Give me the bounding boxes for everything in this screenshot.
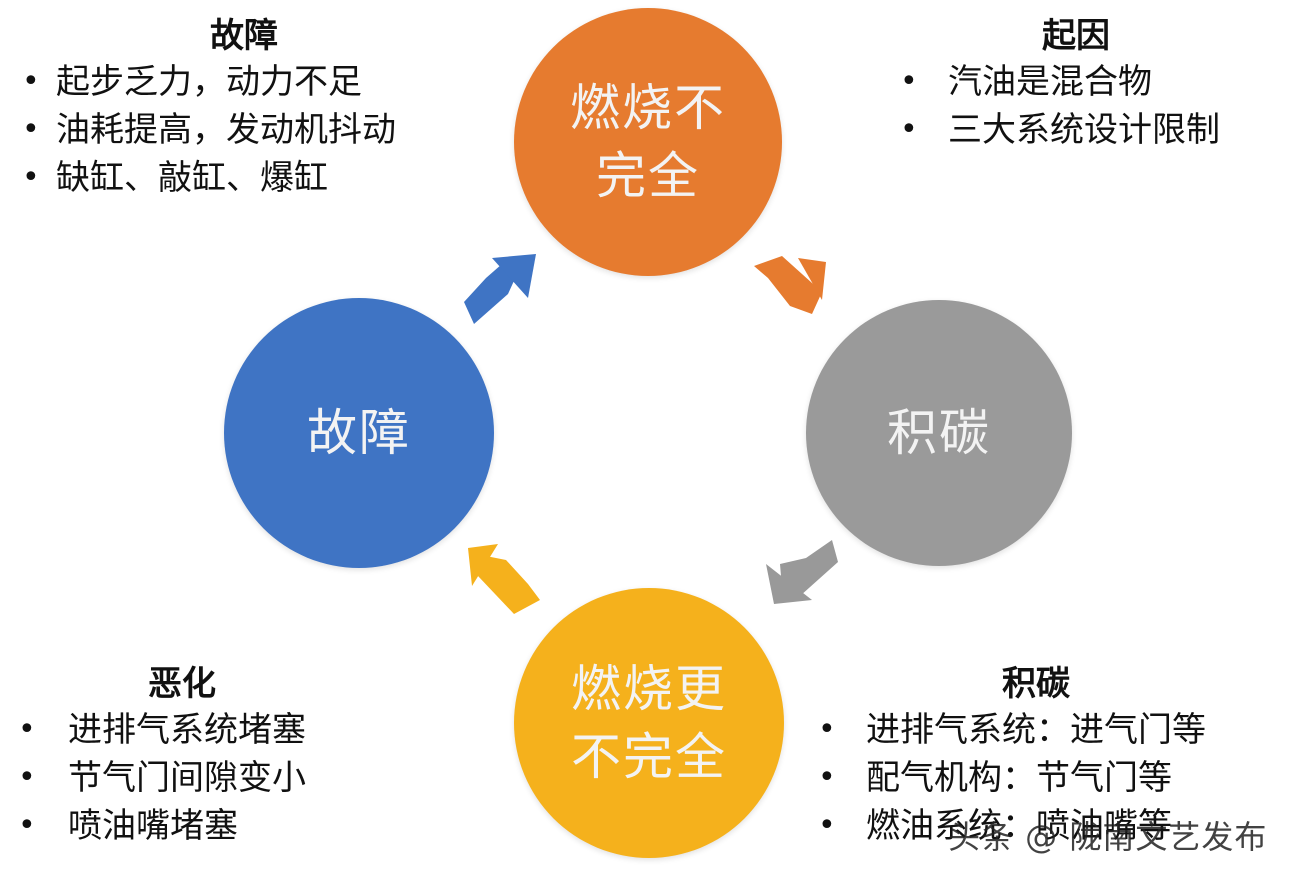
block-carbon-list: 进排气系统：进气门等 配气机构：节气门等 燃油系统：喷油嘴等: [800, 706, 1206, 850]
block-fault-list: 起步乏力，动力不足 油耗提高，发动机抖动 缺缸、敲缸、爆缸: [4, 58, 396, 202]
circle-incomplete-combustion: 燃烧不 完全: [514, 8, 782, 276]
list-item: 燃油系统：喷油嘴等: [800, 802, 1206, 850]
list-item: 节气门间隙变小: [0, 754, 306, 802]
list-item: 进排气系统：进气门等: [800, 706, 1206, 754]
block-carbon: 积碳 进排气系统：进气门等 配气机构：节气门等 燃油系统：喷油嘴等: [800, 662, 1206, 850]
block-cause-title: 起因: [1042, 16, 1110, 56]
circle-right-label: 积碳: [887, 404, 991, 462]
block-carbon-title: 积碳: [1002, 664, 1070, 704]
block-worsen-list: 进排气系统堵塞 节气门间隙变小 喷油嘴堵塞: [0, 706, 306, 850]
list-item: 喷油嘴堵塞: [0, 802, 306, 850]
circle-worse-combustion: 燃烧更 不完全: [514, 588, 784, 858]
block-fault: 故障 起步乏力，动力不足 油耗提高，发动机抖动 缺缸、敲缸、爆缸: [4, 14, 396, 202]
circle-carbon-deposit: 积碳: [806, 300, 1072, 566]
block-fault-title: 故障: [210, 16, 278, 56]
arrow-bottom-right-icon: [766, 540, 838, 604]
block-cause: 起因 汽油是混合物 三大系统设计限制: [882, 14, 1220, 154]
list-item: 缺缸、敲缸、爆缸: [4, 154, 396, 202]
circle-top-line2: 完全: [596, 147, 700, 205]
watermark: 头条 @ 陇南文艺发布: [948, 818, 1268, 856]
block-worsen: 恶化 进排气系统堵塞 节气门间隙变小 喷油嘴堵塞: [0, 662, 306, 850]
arrow-bottom-left-icon: [468, 544, 540, 614]
list-item: 汽油是混合物: [882, 58, 1220, 106]
circle-fault: 故障: [224, 298, 494, 568]
list-item: 起步乏力，动力不足: [4, 58, 396, 106]
circle-bottom-line2: 不完全: [571, 728, 727, 786]
circle-left-label: 故障: [307, 404, 411, 462]
circle-top-line1: 燃烧不: [570, 79, 726, 137]
list-item: 三大系统设计限制: [882, 106, 1220, 154]
circle-bottom-line1: 燃烧更: [571, 660, 727, 718]
list-item: 油耗提高，发动机抖动: [4, 106, 396, 154]
block-worsen-title: 恶化: [148, 664, 216, 704]
list-item: 进排气系统堵塞: [0, 706, 306, 754]
arrow-top-left-icon: [464, 254, 536, 324]
block-cause-list: 汽油是混合物 三大系统设计限制: [882, 58, 1220, 154]
arrow-top-right-icon: [754, 256, 826, 314]
list-item: 配气机构：节气门等: [800, 754, 1206, 802]
